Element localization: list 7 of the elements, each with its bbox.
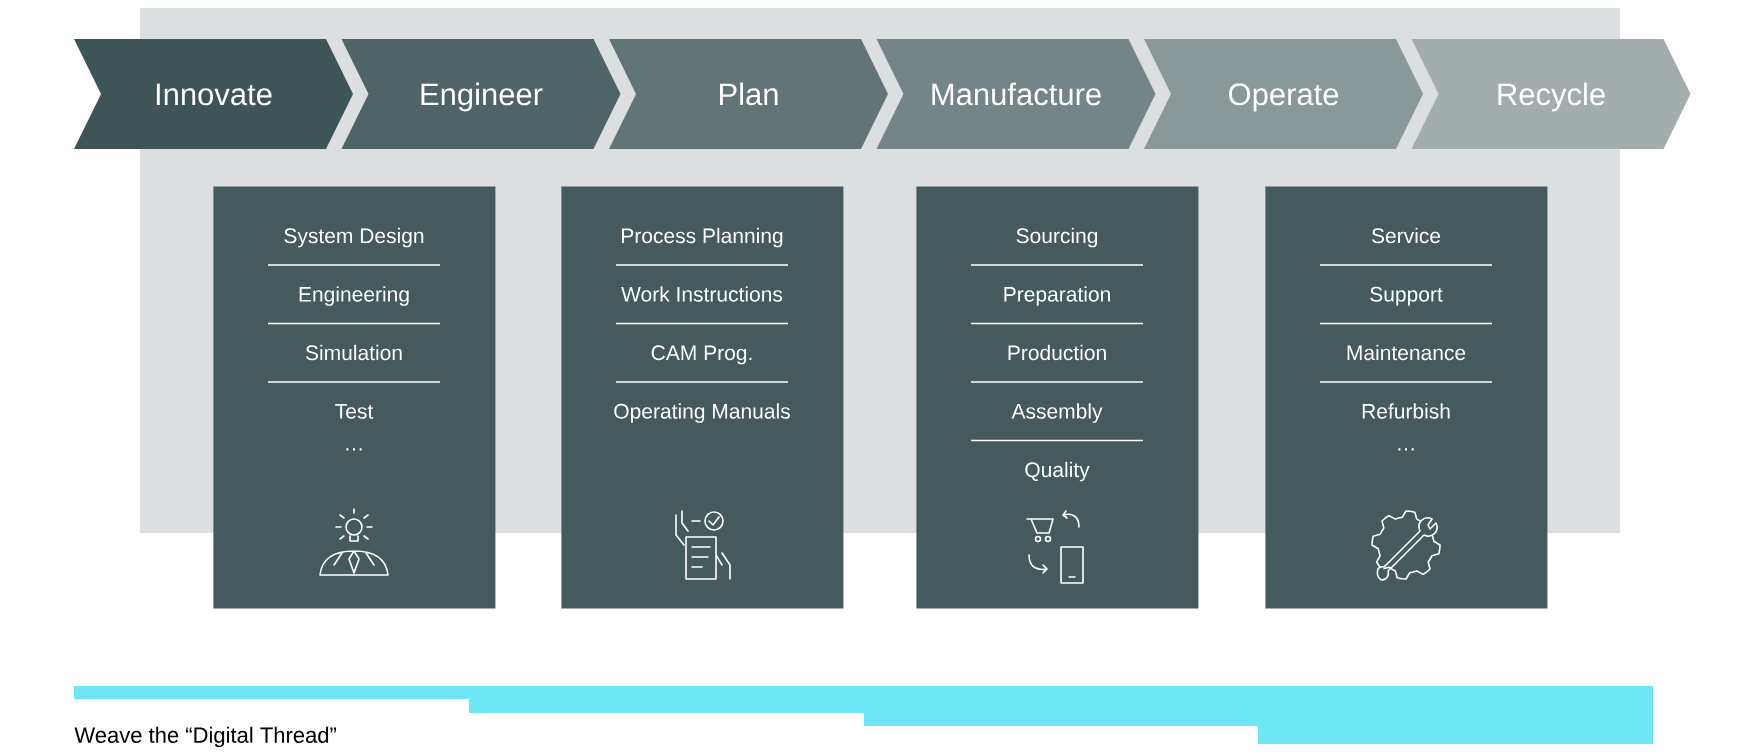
step-card: Process Planning Work Instructions CAM Prog. Operating Manuals xyxy=(561,186,844,609)
stage-banner: Innovate xyxy=(74,39,353,149)
step-card: Service Support Maintenance Refurbish … xyxy=(1265,186,1548,609)
stage-banner: Recycle xyxy=(1411,39,1691,149)
step-card: System Design Engineering Simulation Test … xyxy=(213,186,496,609)
step-card: Sourcing Preparation Production Assembly Quality xyxy=(916,186,1199,609)
caption: Weave the “Digital Thread” xyxy=(74,726,337,748)
